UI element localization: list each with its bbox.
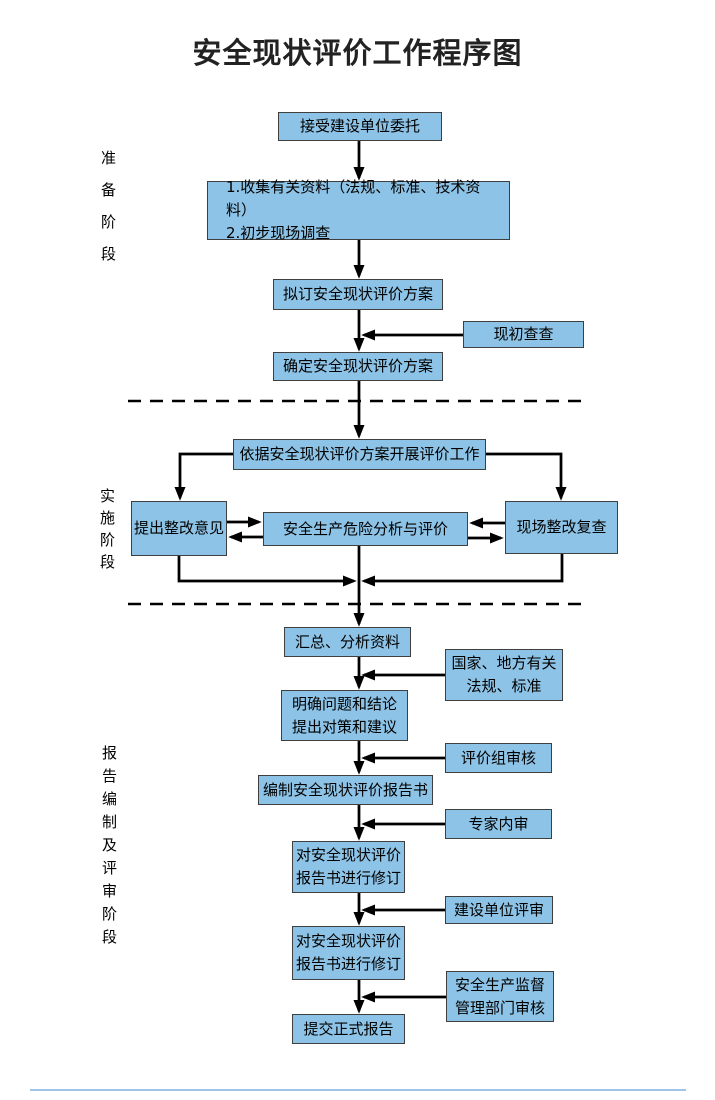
bottom-rule-line [30, 1089, 686, 1091]
node-clarify-conclusions: 明确问题和结论 提出对策和建议 [281, 690, 408, 741]
phase-label-implementation: 实施阶段 [98, 488, 116, 576]
node-submit-final-report: 提交正式报告 [292, 1014, 405, 1044]
node-initial-site-check: 现初查查 [463, 321, 584, 348]
node-accept-commission: 接受建设单位委托 [278, 112, 442, 141]
node-propose-rectification: 提出整改意见 [131, 501, 227, 556]
node-site-recheck: 现场整改复查 [505, 501, 618, 554]
page-title: 安全现状评价工作程序图 [192, 36, 523, 70]
node-laws-standards: 国家、地方有关 法规、标准 [445, 649, 563, 701]
node-revise-report-1: 对安全现状评价 报告书进行修订 [292, 841, 405, 893]
node-revise-report-2: 对安全现状评价 报告书进行修订 [292, 926, 405, 980]
node-risk-analysis: 安全生产危险分析与评价 [263, 512, 468, 546]
phase-label-reporting: 报告编制及评审阶段 [100, 745, 118, 952]
node-review-team-audit: 评价组审核 [445, 743, 552, 773]
node-collect-data: 1.收集有关资料（法规、标准、技术资料） 2.初步现场调查 [207, 178, 510, 242]
node-draft-plan: 拟订安全现状评价方案 [273, 279, 443, 310]
node-conduct-evaluation: 依据安全现状评价方案开展评价工作 [233, 439, 486, 470]
node-confirm-plan: 确定安全现状评价方案 [273, 352, 443, 381]
node-safety-authority-audit: 安全生产监督 管理部门审核 [446, 971, 554, 1022]
node-client-review: 建设单位评审 [445, 896, 553, 924]
node-summarize-data: 汇总、分析资料 [284, 627, 411, 657]
phase-label-preparation: 准备阶段 [99, 150, 117, 278]
node-expert-internal-audit: 专家内审 [445, 809, 552, 839]
node-compile-report: 编制安全现状评价报告书 [258, 775, 433, 805]
